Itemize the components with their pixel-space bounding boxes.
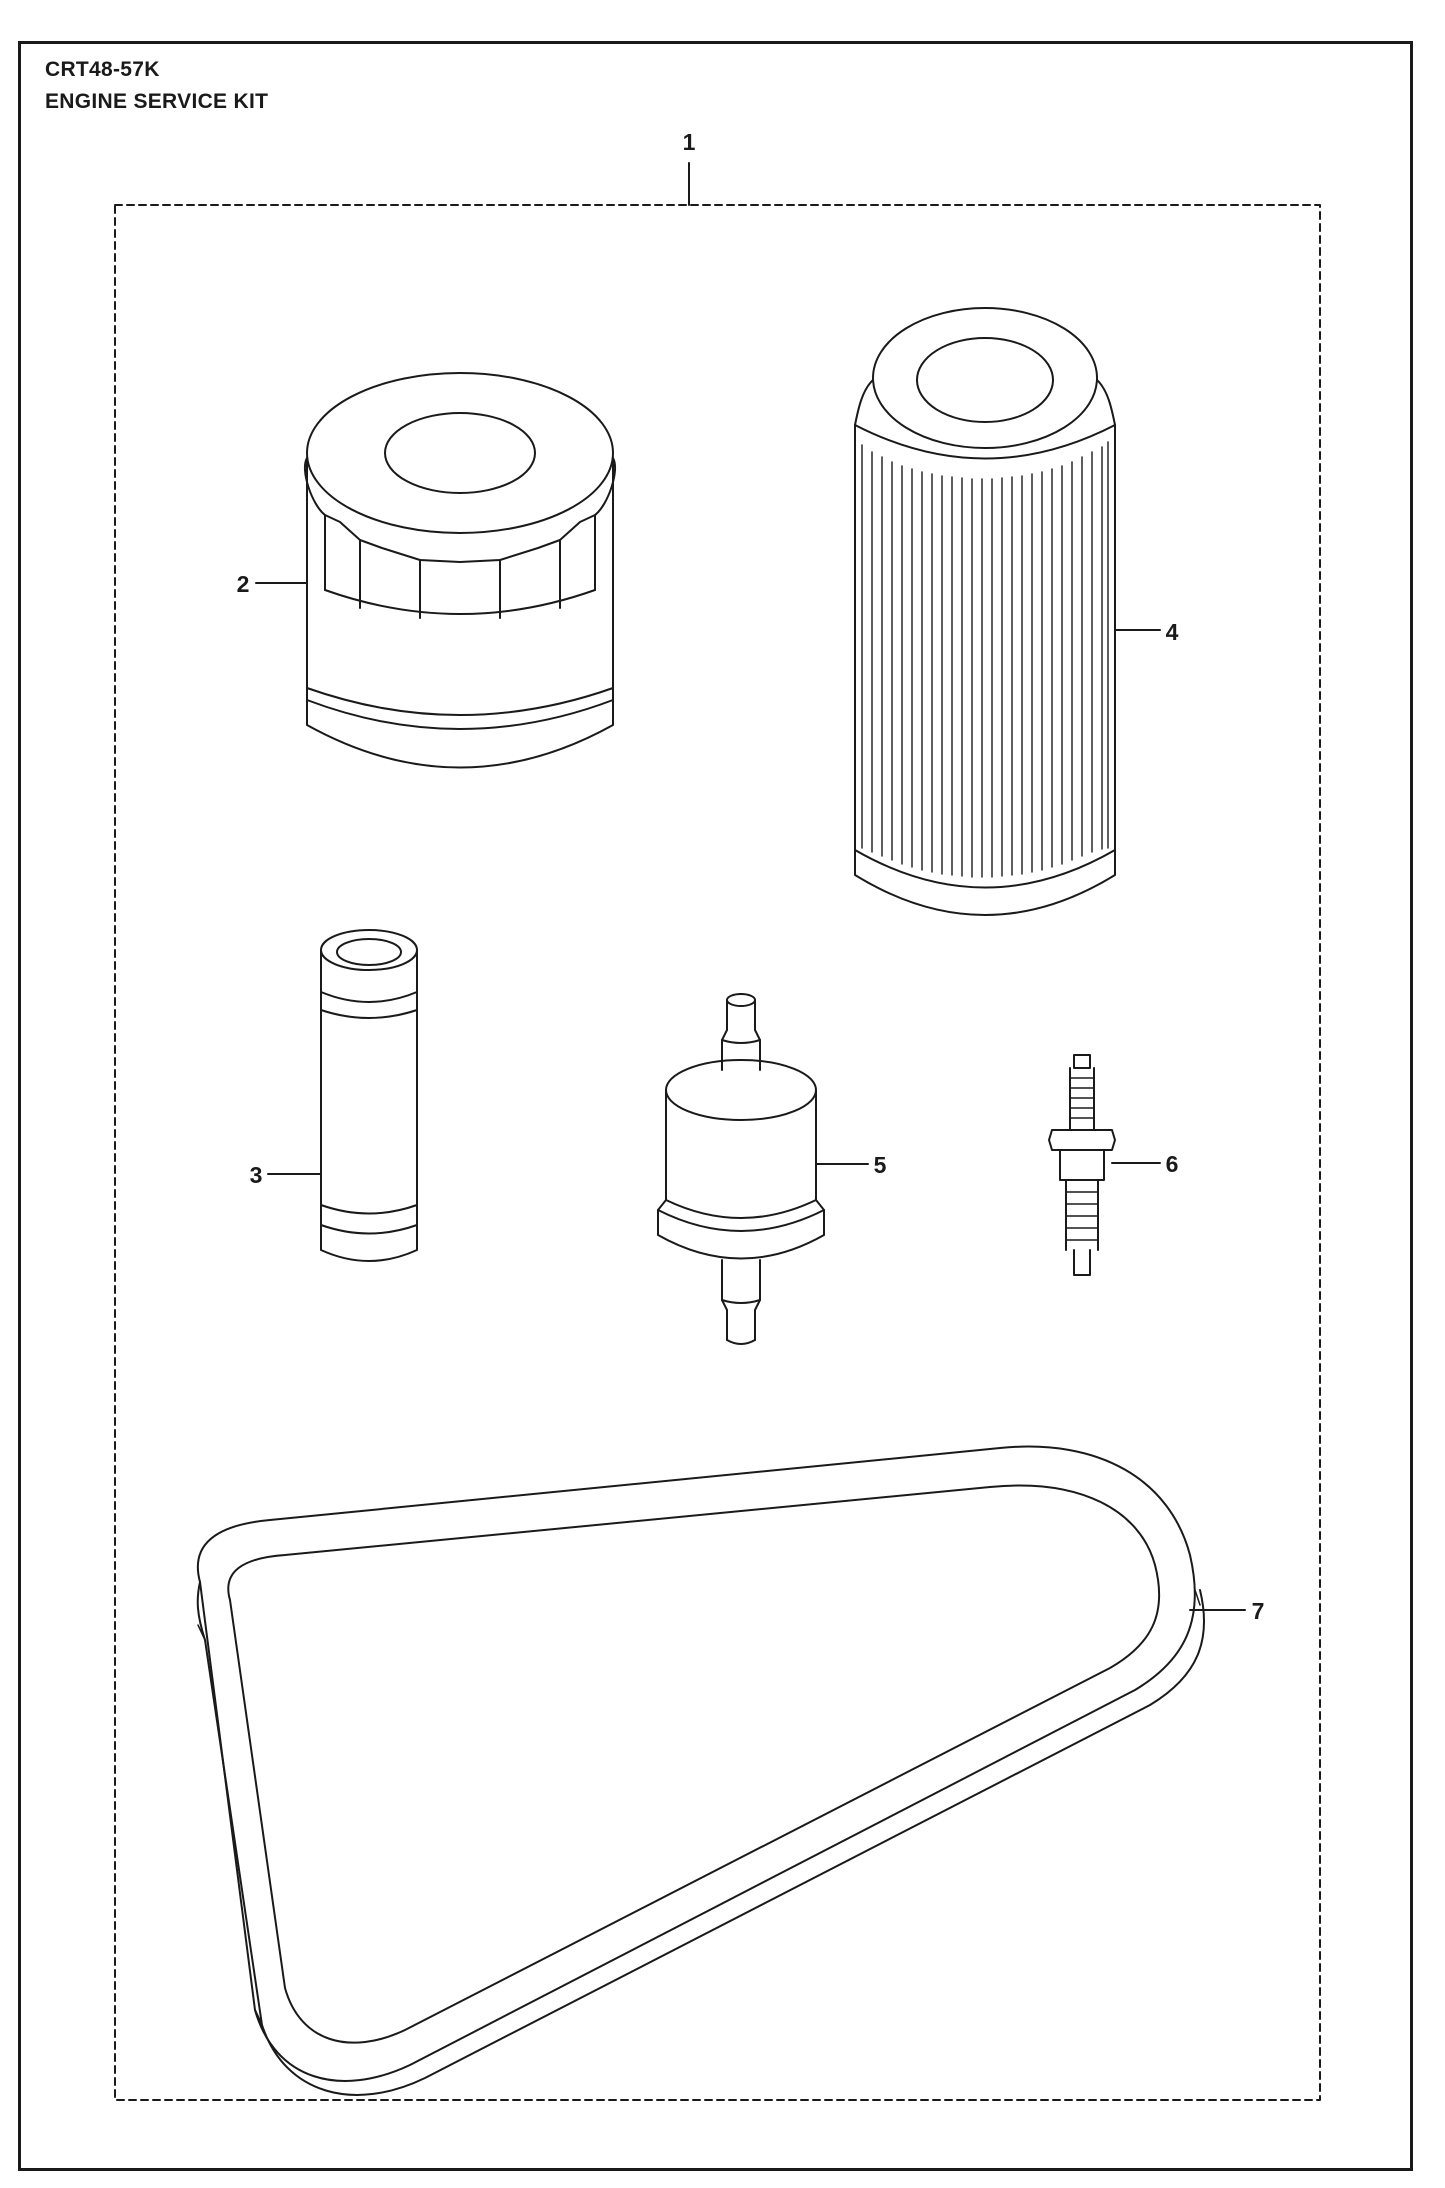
oil-filter-part [303,372,617,769]
callout-3: 3 [250,1162,263,1188]
callout-1: 1 [683,129,696,155]
callout-4: 4 [1166,619,1179,645]
air-filter-part [854,307,1116,916]
kit-boundary [114,204,1321,2101]
spark-plug-part [1048,1054,1116,1276]
drive-belt-part [196,1445,1206,2096]
diagram-title: ENGINE SERVICE KIT [45,90,269,113]
drawing-frame [18,41,1413,2171]
callout-7: 7 [1252,1598,1265,1624]
callout-2: 2 [237,571,250,597]
fuel-filter-part [657,993,825,1345]
tube-part [320,929,418,1262]
callout-6: 6 [1166,1151,1179,1177]
model-number: CRT48-57K [45,58,160,81]
callout-5: 5 [874,1152,887,1178]
